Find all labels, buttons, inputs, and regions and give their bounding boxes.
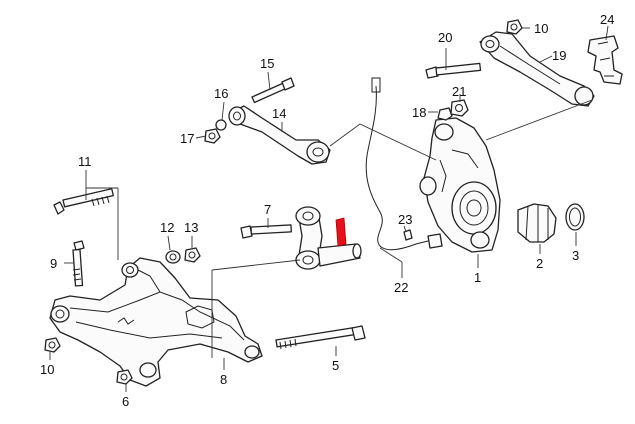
toe-link-arm (295, 206, 362, 270)
nut-10-right (506, 19, 523, 35)
callout-3: 3 (572, 248, 579, 263)
callout-14: 14 (272, 106, 286, 121)
nut-17 (204, 128, 221, 144)
callout-5: 5 (332, 358, 339, 373)
callout-24: 24 (600, 12, 614, 27)
callout-7: 7 (264, 202, 271, 217)
callout-1: 1 (474, 270, 481, 285)
callout-12: 12 (160, 220, 174, 235)
ring-3 (565, 203, 585, 231)
highlighted-part-marker (335, 217, 347, 247)
callout-21: 21 (452, 84, 466, 99)
callout-17: 17 (180, 131, 194, 146)
bolt-7 (240, 224, 292, 239)
callout-9: 9 (50, 256, 57, 271)
callout-11: 11 (78, 154, 92, 169)
washer-16 (215, 119, 227, 131)
nut-13 (184, 247, 201, 263)
callout-18: 18 (412, 105, 426, 120)
nut-21 (450, 99, 469, 117)
callout-15: 15 (260, 56, 274, 71)
callout-labels: 1 2 3 5 6 7 8 9 10 10 11 12 13 14 15 16 … (40, 12, 614, 409)
bracket-24 (587, 35, 623, 85)
nut-18 (437, 107, 453, 121)
bolt-5 (275, 325, 366, 350)
callout-10-right: 10 (534, 21, 548, 36)
callout-10-left: 10 (40, 362, 54, 377)
bolt-9 (72, 240, 85, 287)
callout-22: 22 (394, 280, 408, 295)
washer-12 (165, 250, 181, 264)
abs-sensor-cable-22 (365, 77, 443, 251)
upper-control-arm-14 (228, 105, 331, 165)
callout-23: 23 (398, 212, 412, 227)
callout-16: 16 (214, 86, 228, 101)
nut-10-left (44, 337, 61, 353)
callout-8: 8 (220, 372, 227, 387)
upper-control-arm-19 (479, 31, 595, 107)
wheel-carrier-1 (419, 117, 501, 253)
bolt-15 (251, 77, 295, 104)
rear-subframe (49, 257, 263, 387)
bolt-23 (403, 229, 413, 241)
callout-6: 6 (122, 394, 129, 409)
callout-2: 2 (536, 256, 543, 271)
bolt-11 (53, 188, 114, 215)
callout-13: 13 (184, 220, 198, 235)
callout-19: 19 (552, 48, 566, 63)
callout-20: 20 (438, 30, 452, 45)
drive-boot-2 (517, 203, 557, 243)
nut-6 (116, 369, 133, 385)
leader-lines (49, 25, 609, 392)
bolt-20 (425, 62, 482, 79)
